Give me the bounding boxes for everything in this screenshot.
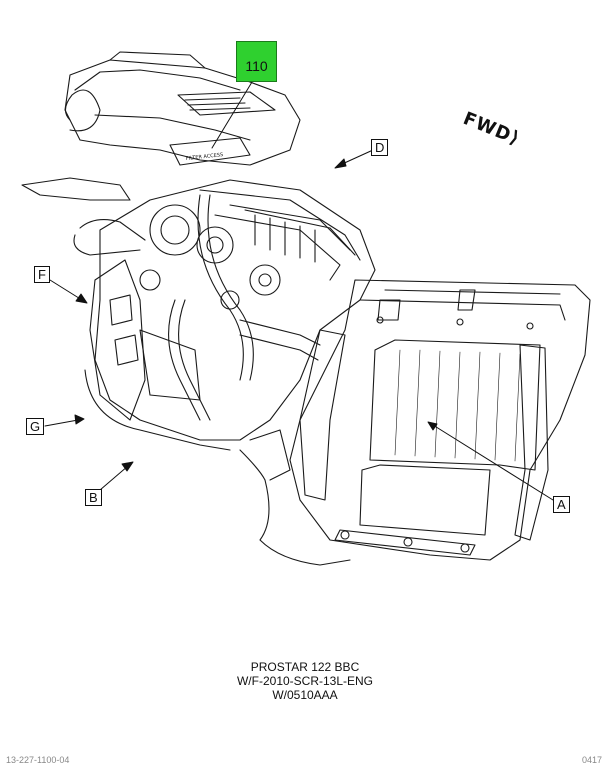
engine-block <box>94 179 376 441</box>
filter-access-panel <box>169 137 251 166</box>
radiator-core <box>369 339 541 471</box>
diagram-caption: PROSTAR 122 BBC W/F-2010-SCR-13L-ENG W/0… <box>180 660 430 702</box>
part-110-hotspot[interactable]: 110 <box>236 41 277 82</box>
callout-f[interactable]: F <box>34 266 50 283</box>
footer-drawing-number: 13-227-1100-04 <box>6 755 70 765</box>
footer-page-code: 0417 <box>581 755 602 765</box>
callout-a[interactable]: A <box>553 496 570 513</box>
caption-line-3: W/0510AAA <box>272 688 338 702</box>
caption-line-1: PROSTAR 122 BBC <box>250 660 360 674</box>
cooling-shroud <box>289 279 591 561</box>
leader-lines <box>44 81 554 501</box>
bell-housing <box>89 259 146 421</box>
intake-housing <box>64 59 301 166</box>
callout-g[interactable]: G <box>26 418 45 435</box>
callout-d[interactable]: D <box>371 139 389 156</box>
svg-text:FILTER ACCESS: FILTER ACCESS <box>186 152 224 162</box>
caption-line-2: W/F-2010-SCR-13L-ENG <box>236 674 374 688</box>
callout-b[interactable]: B <box>85 489 102 506</box>
